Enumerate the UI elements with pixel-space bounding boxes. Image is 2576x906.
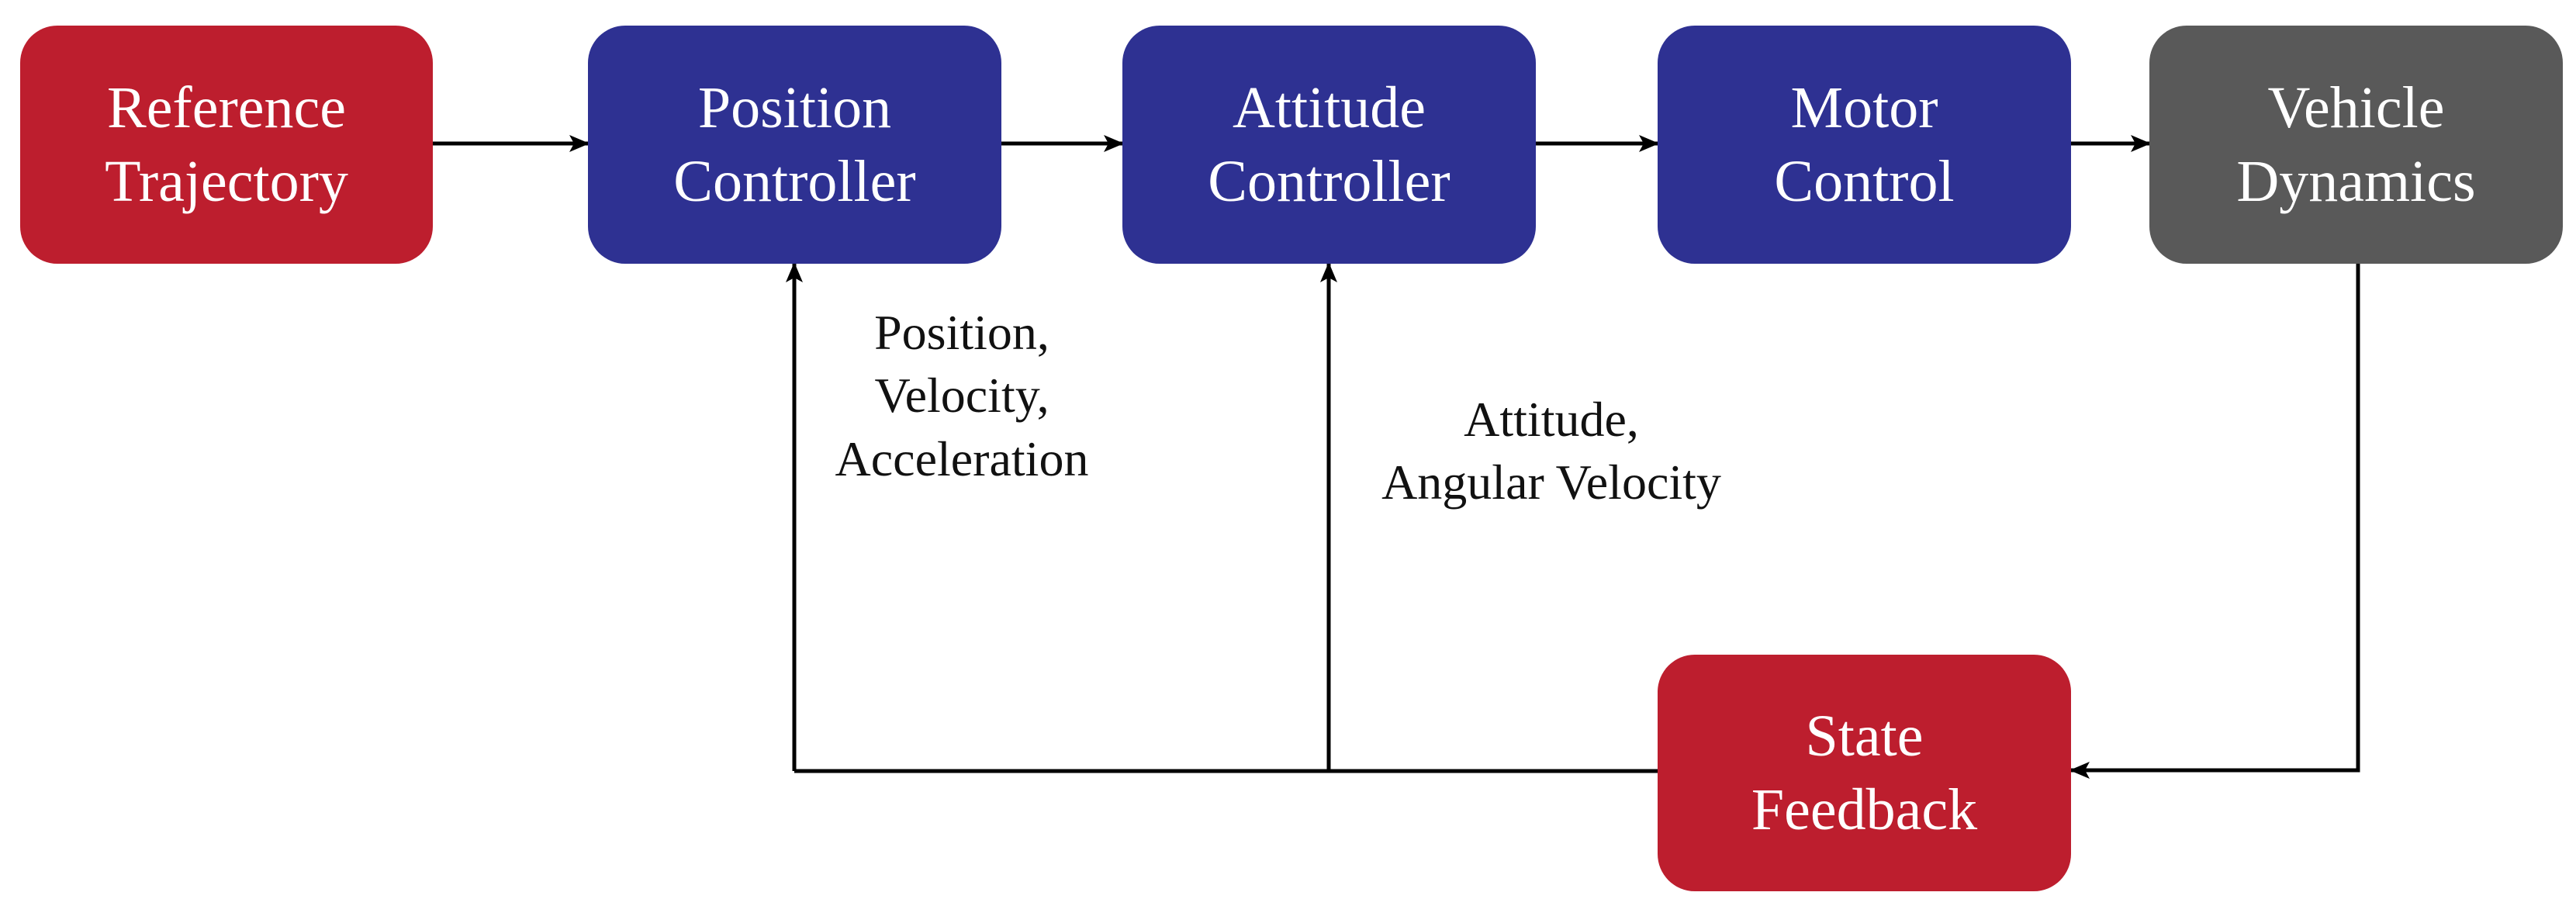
position-controller-block: Position Controller [588,26,1001,264]
block-label-line: Controller [1208,148,1451,214]
signal-label-line: Position, [874,305,1049,360]
vehicle-dynamics-block: Vehicle Dynamics [2149,26,2563,264]
signal-label-line: Attitude, [1464,392,1639,447]
block-label-line: Vehicle [2267,75,2445,141]
signal-label-line: Velocity, [874,368,1049,424]
block-label-line: Position [697,75,892,141]
reference-trajectory-block: Reference Trajectory [20,26,433,264]
block-label-line: Dynamics [2236,148,2476,214]
block-label-line: Attitude [1232,75,1426,141]
attitude-controller-block: Attitude Controller [1122,26,1536,264]
arrow-vehicle-to-state-feedback [2069,264,2360,779]
block-label-line: Control [1774,148,1955,214]
block-label-line: Feedback [1751,776,1978,842]
block-label-line: Controller [673,148,916,214]
block-label-line: Trajectory [105,148,348,214]
block-label-line: Reference [107,75,346,141]
signal-label-line: Angular Velocity [1381,455,1721,510]
block-label-line: Motor [1790,75,1938,141]
block-label-line: State [1805,704,1924,769]
motor-control-block: Motor Control [1658,26,2071,264]
state-feedback-block: State Feedback [1658,655,2071,891]
position-feedback-label: Position, Velocity, Acceleration [783,301,1140,490]
signal-label-line: Acceleration [835,431,1089,486]
attitude-feedback-label: Attitude, Angular Velocity [1334,388,1769,514]
